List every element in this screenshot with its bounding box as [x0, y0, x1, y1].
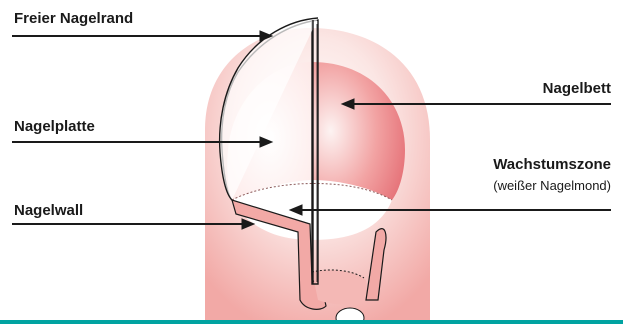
- label-nagelwall: Nagelwall: [14, 202, 83, 219]
- label-wachstumszone: Wachstumszone: [493, 156, 611, 173]
- label-nagelbett: Nagelbett: [543, 80, 611, 97]
- label-wachstumszone-sub: (weißer Nagelmond): [493, 178, 611, 193]
- label-freier-nagelrand: Freier Nagelrand: [14, 10, 133, 27]
- bottom-accent-bar: [0, 320, 623, 324]
- label-nagelplatte: Nagelplatte: [14, 118, 95, 135]
